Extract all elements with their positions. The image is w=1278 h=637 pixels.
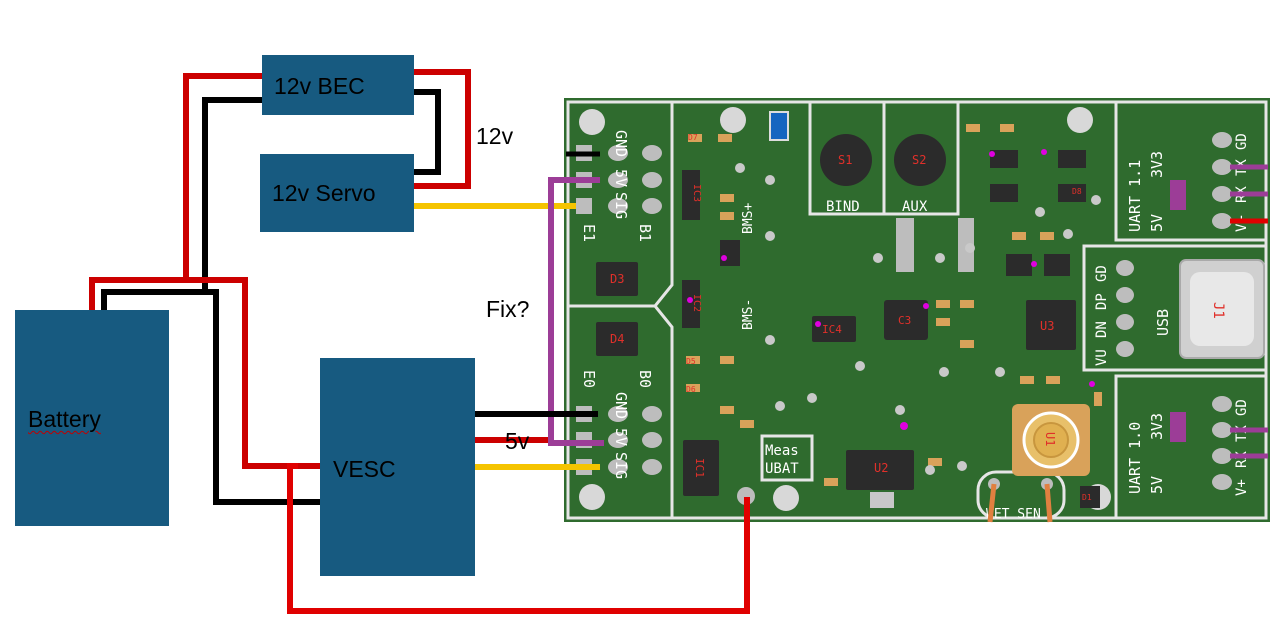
silk-meas: Meas	[765, 443, 799, 459]
silk-sig-bottom: SIG	[612, 452, 630, 479]
silk-vplus-uart10: V+	[1234, 479, 1250, 496]
vesc-label: VESC	[333, 456, 396, 482]
ref-ic3: IC3	[691, 184, 702, 202]
ref-s2: S2	[912, 153, 926, 167]
wire-meas-ubat	[287, 463, 750, 614]
ref-d7: D7	[688, 133, 698, 142]
servo-block	[260, 154, 414, 232]
silk-b0: B0	[636, 370, 654, 388]
wire-battery-bec-positive	[89, 73, 262, 310]
silk-wet-sen: WET SEN	[986, 507, 1041, 522]
ref-u2: U2	[874, 461, 888, 475]
silk-gnd-top: GND	[612, 130, 630, 157]
silk-bind: BIND	[826, 199, 860, 215]
wire-battery-vesc-positive	[186, 277, 320, 469]
ref-u3: U3	[1040, 319, 1054, 333]
wire-wet-sensor-2	[1044, 483, 1053, 523]
silk-vplus-uart11: V+	[1234, 215, 1250, 232]
wire-wet-sensor-1	[987, 483, 997, 523]
ref-ic2: IC2	[691, 294, 702, 312]
silk-gd-uart11: GD	[1234, 133, 1250, 150]
battery-block	[15, 310, 169, 526]
silk-gnd-bottom: GND	[612, 392, 630, 419]
ref-d1: D1	[1082, 493, 1092, 502]
ref-d8: D8	[1072, 187, 1082, 196]
servo-label: 12v Servo	[272, 180, 376, 207]
silk-bms-minus: BMS-	[741, 299, 756, 330]
pcb-board: GND 5V SIG E1 B1 E0 B0 GND 5V SIG BMS+ B…	[564, 98, 1270, 522]
bec-label: 12v BEC	[274, 73, 365, 99]
label-5v: 5v	[505, 428, 530, 454]
ref-s1: S1	[838, 153, 852, 167]
silk-5v-top: 5V	[612, 169, 630, 187]
ref-u1: U1	[1043, 432, 1057, 446]
label-12v: 12v	[476, 123, 514, 149]
silk-uart10: UART 1.0	[1126, 422, 1144, 494]
battery-label: Battery	[28, 406, 101, 432]
ref-d5: D5	[686, 357, 696, 366]
ref-d4: D4	[610, 332, 624, 346]
wire-bec-servo-positive	[414, 69, 471, 189]
silk-gd-usb: GD	[1094, 265, 1110, 282]
silk-b1: B1	[636, 224, 654, 242]
ref-ic1: IC1	[693, 458, 706, 478]
bec-block	[262, 55, 414, 115]
wire-fix-5v	[548, 177, 604, 446]
ref-c3: C3	[898, 314, 911, 327]
silk-gd-uart10: GD	[1234, 399, 1250, 416]
silk-3v3-uart10: 3V3	[1148, 413, 1166, 440]
silk-sig-top: SIG	[612, 192, 630, 219]
silk-ubat: UBAT	[765, 461, 799, 477]
silk-rx-uart10: RX	[1234, 451, 1250, 468]
silk-dn: DN	[1094, 321, 1110, 338]
silk-5v-uart11: 5V	[1148, 214, 1166, 232]
wire-bec-servo-negative	[414, 89, 441, 175]
silk-5v-bottom: 5V	[612, 428, 630, 446]
wire-battery-vesc-negative	[205, 289, 320, 505]
ref-d6: D6	[686, 385, 696, 394]
silk-dp: DP	[1094, 293, 1110, 310]
silk-tx-uart10: TX	[1234, 425, 1250, 442]
silk-bms-plus: BMS+	[741, 203, 756, 234]
silk-uart11: UART 1.1	[1126, 160, 1144, 232]
ref-j1: J1	[1210, 302, 1226, 319]
reset-button	[1012, 404, 1090, 476]
ref-d3: D3	[610, 272, 624, 286]
silk-3v3-uart11: 3V3	[1148, 151, 1166, 178]
silk-e1: E1	[580, 224, 598, 242]
silk-e0: E0	[580, 370, 598, 388]
label-fix: Fix?	[486, 296, 530, 322]
servo-label-text: 12v Servo	[272, 180, 376, 206]
silk-usb: USB	[1154, 309, 1172, 336]
vesc-block	[320, 358, 475, 576]
silk-aux: AUX	[902, 199, 928, 215]
silk-vu: VU	[1094, 349, 1110, 366]
silk-5v-uart10: 5V	[1148, 476, 1166, 494]
ref-ic4: IC4	[822, 323, 842, 336]
